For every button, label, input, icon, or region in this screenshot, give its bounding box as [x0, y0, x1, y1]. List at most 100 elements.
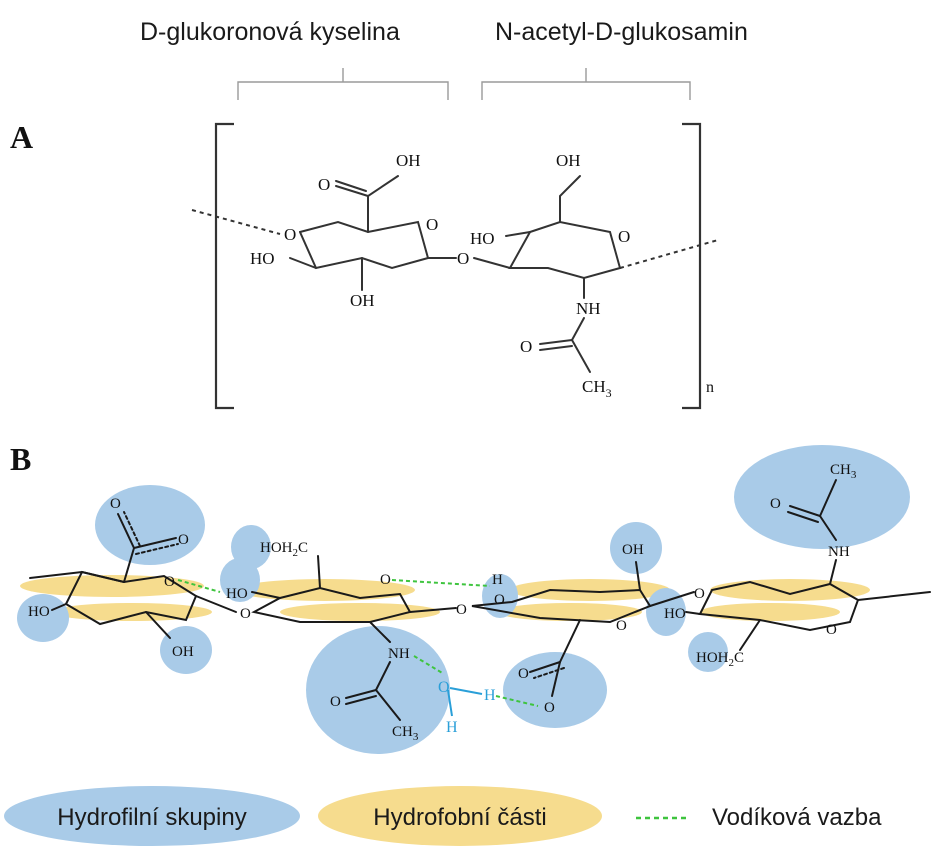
chain-dash-right [619, 239, 719, 269]
atom-hoh2c-right-tail: C [734, 650, 744, 666]
legend-label-hbond: Vodíková vazba [712, 804, 882, 831]
bond-nh-left [369, 621, 391, 643]
atom-o-amide-left: O [330, 694, 341, 710]
bond-c-o-left-double [345, 695, 377, 705]
legend: Hydrofilní skupiny Hydrofobní části Vodí… [4, 786, 882, 846]
bond-cooh-o2-double [135, 543, 179, 555]
atom-ch3-left: CH3 [392, 724, 419, 743]
atom-ho-c4: HO [470, 229, 495, 248]
atom-o-cooh-top1: O [110, 496, 121, 512]
bond-nh-right [829, 559, 837, 585]
atom-o-amide-right: O [770, 496, 781, 512]
ring-b-1 [64, 570, 198, 626]
ring-glucuronic [298, 220, 430, 270]
bond-n-c-left [375, 661, 391, 691]
brace-left [237, 68, 449, 100]
bond-ho-c4 [505, 231, 531, 237]
atom-ch3: CH3 [582, 377, 612, 400]
atom-ho-mid1: HO [226, 586, 248, 602]
water-molecule [447, 687, 483, 717]
atom-ch3-right: CH3 [830, 462, 857, 481]
atom-ring-o-right: O [618, 227, 630, 246]
atom-oh-acid: OH [396, 151, 421, 170]
atom-oh-ch2: OH [556, 151, 581, 170]
bond-cooh-low-o1 [529, 661, 561, 673]
hbond-3 [413, 655, 445, 675]
hydrophobic-region-4 [280, 603, 440, 621]
hbond-1 [177, 579, 221, 593]
chain-dash-left [191, 209, 281, 235]
hydrophobic-region-7 [710, 579, 870, 601]
panel-b-bonds [29, 479, 931, 721]
atom-nh-right: NH [828, 544, 850, 560]
hydrophilic-ho-mid1 [220, 558, 260, 602]
panel-label-b: B [10, 441, 31, 477]
bond-glyco-b3 [649, 591, 695, 607]
water-atoms: O H H [438, 679, 496, 736]
bond-hoh2c [317, 555, 321, 589]
ring-b-4 [698, 580, 860, 632]
atom-hoh2c-sub: 2 [293, 547, 299, 559]
bond-ho-left [51, 603, 67, 611]
atom-o-cooh-top2: O [178, 532, 189, 548]
hydrophilic-acetamide-right [734, 445, 910, 549]
bond-ho-c3 [289, 257, 317, 269]
atom-link-o-left: O [284, 225, 296, 244]
atom-o-amide: O [520, 337, 532, 356]
atom-ch3-right-sub: 3 [851, 469, 857, 481]
atom-glyco-o-3: O [694, 586, 705, 602]
atom-hoh2c-right: HOH2C [696, 650, 744, 669]
ring-glucosamine [508, 220, 622, 280]
atom-ring-o-2: O [380, 572, 391, 588]
atom-o-mid: O [494, 592, 505, 608]
bond-ho-right [685, 611, 701, 615]
atom-o-acid: O [318, 175, 330, 194]
water-bond-h2 [447, 689, 453, 717]
bond-ho-mid1 [251, 591, 281, 599]
bond-c-ch3 [571, 339, 591, 373]
bond-ring3-cooh [559, 619, 581, 663]
bond-glyco-b1 [195, 595, 237, 613]
bond-n-c [571, 317, 585, 341]
atom-o-cooh-low1: O [518, 666, 529, 682]
hydrophilic-hoh2c [231, 525, 271, 569]
atom-ho-c3: HO [250, 249, 275, 268]
bond-c-o-right [789, 505, 821, 517]
bond-c-o-left [345, 689, 377, 699]
repeat-brackets [214, 122, 702, 410]
bond-glyco-2 [473, 257, 511, 269]
atom-ch3-main: CH [582, 377, 606, 396]
hydrophilic-oh-bottom-left [160, 626, 212, 674]
bracket-right [682, 122, 702, 410]
atom-ring-o-4: O [826, 622, 837, 638]
atom-hoh2c-right-sub: 2 [729, 657, 735, 669]
atom-ring-o-left: O [426, 215, 438, 234]
ring-b-2 [251, 586, 412, 623]
atom-h-mid: H [492, 572, 503, 588]
bond-glyco-b2 [409, 607, 457, 613]
repeat-subscript-n: n [706, 379, 714, 396]
label-n-acetyl-glucosamine: N-acetyl-D-glukosamin [495, 18, 748, 46]
brace-right [481, 68, 691, 100]
atom-ch3-right-main: CH [830, 462, 851, 478]
atom-nh-left: NH [388, 646, 410, 662]
hydrophobic-region-8 [700, 603, 840, 621]
hydrophilic-h-mid [482, 574, 518, 618]
atom-ho-right: HO [664, 606, 686, 622]
hydrophobic-region-2 [52, 603, 212, 621]
bond-c-o-amide-double [539, 345, 573, 351]
hydrophobic-region-1 [20, 575, 204, 597]
bond-cooh-o1 [117, 513, 135, 549]
bond-oh-bottom-left [145, 611, 171, 639]
atom-hoh2c-tail: C [298, 540, 308, 556]
atom-ring-o-3: O [616, 618, 627, 634]
bond-c-o-right-double [787, 511, 819, 523]
bond-ch2oh [559, 175, 581, 223]
bond-cooh-low-o2 [551, 661, 561, 697]
hydrophilic-oh-top-mid [610, 522, 662, 574]
panel-b-atoms: O O HO OH O HO HOH2C O O O NH O CH3 H O … [28, 462, 857, 743]
atom-ho-left: HO [28, 604, 50, 620]
bond-c-o [335, 185, 369, 197]
